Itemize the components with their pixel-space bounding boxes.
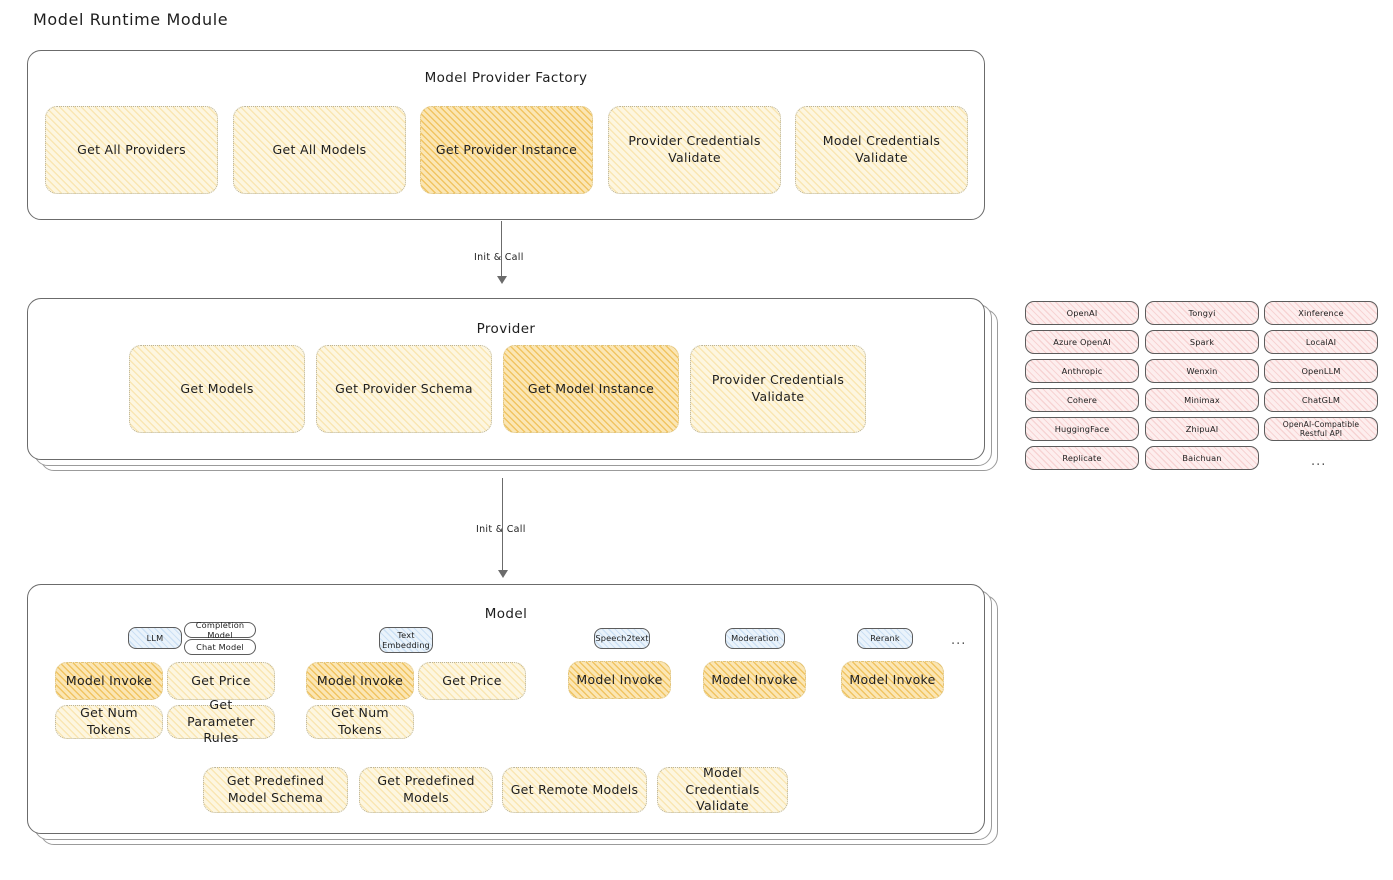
model-provider-factory-title: Model Provider Factory <box>424 70 588 86</box>
provider-pill-openai-compatible-restful-api[interactable]: OpenAI-Compatible Restful API <box>1264 417 1378 441</box>
model-type-badge-chat-model[interactable]: Chat Model <box>184 639 256 655</box>
model-common-box-get-predefined-model-schema[interactable]: Get Predefined Model Schema <box>203 767 348 813</box>
provider-pill-azure-openai[interactable]: Azure OpenAI <box>1025 330 1139 354</box>
provider-pill-openai[interactable]: OpenAI <box>1025 301 1139 325</box>
model-common-box-get-predefined-models[interactable]: Get Predefined Models <box>359 767 493 813</box>
model-common-box-get-remote-models[interactable]: Get Remote Models <box>502 767 647 813</box>
model-llm-box-get-parameter-rules[interactable]: Get Parameter Rules <box>167 697 275 745</box>
arrow-provider-to-model-head <box>497 570 508 578</box>
factory-box-provider-credentials-validate[interactable]: Provider Credentials Validate <box>608 106 781 194</box>
provider-box-get-models[interactable]: Get Models <box>129 345 305 433</box>
provider-pill-anthropic[interactable]: Anthropic <box>1025 359 1139 383</box>
model-llm-box-get-num-tokens[interactable]: Get Num Tokens <box>55 705 163 739</box>
model-embedding-box-model-invoke[interactable]: Model Invoke <box>306 662 414 700</box>
arrow-factory-to-provider-label: Init & Call <box>470 251 528 264</box>
arrow-provider-to-model-label: Init & Call <box>472 523 530 536</box>
model-embedding-box-get-price[interactable]: Get Price <box>418 662 526 700</box>
provider-pill-minimax[interactable]: Minimax <box>1145 388 1259 412</box>
provider-title: Provider <box>476 321 536 337</box>
model-llm-box-model-invoke[interactable]: Model Invoke <box>55 662 163 700</box>
model-title: Model <box>484 606 528 622</box>
page-title: Model Runtime Module <box>33 10 229 29</box>
factory-box-model-credentials-validate[interactable]: Model Credentials Validate <box>795 106 968 194</box>
model-type-badge-text-embedding[interactable]: Text Embedding <box>379 627 433 653</box>
model-type-badge-rerank[interactable]: Rerank <box>857 628 913 649</box>
provider-box-get-model-instance[interactable]: Get Model Instance <box>503 345 679 433</box>
model-type-more-ellipsis: ... <box>951 633 967 648</box>
provider-box-provider-credentials-validate[interactable]: Provider Credentials Validate <box>690 345 866 433</box>
model-rerank-box-model-invoke[interactable]: Model Invoke <box>841 661 944 699</box>
model-type-badge-speech2text[interactable]: Speech2text <box>594 628 650 649</box>
provider-pill-baichuan[interactable]: Baichuan <box>1145 446 1259 470</box>
model-speech2text-box-model-invoke[interactable]: Model Invoke <box>568 661 671 699</box>
provider-pill-spark[interactable]: Spark <box>1145 330 1259 354</box>
arrow-factory-to-provider-head <box>496 276 507 284</box>
provider-pill-localai[interactable]: LocalAI <box>1264 330 1378 354</box>
provider-pill-xinference[interactable]: Xinference <box>1264 301 1378 325</box>
model-common-box-model-credentials-validate[interactable]: Model Credentials Validate <box>657 765 788 813</box>
model-type-badge-completion-model[interactable]: Completion Model <box>184 620 256 640</box>
model-type-badge-moderation[interactable]: Moderation <box>725 628 785 649</box>
provider-pill-openllm[interactable]: OpenLLM <box>1264 359 1378 383</box>
model-moderation-box-model-invoke[interactable]: Model Invoke <box>703 661 806 699</box>
provider-pill-replicate[interactable]: Replicate <box>1025 446 1139 470</box>
factory-box-get-all-providers[interactable]: Get All Providers <box>45 106 218 194</box>
provider-pill-huggingface[interactable]: HuggingFace <box>1025 417 1139 441</box>
arrow-provider-to-model-line <box>502 478 504 576</box>
model-type-badge-llm[interactable]: LLM <box>128 627 182 649</box>
factory-box-get-provider-instance[interactable]: Get Provider Instance <box>420 106 593 194</box>
provider-pill-tongyi[interactable]: Tongyi <box>1145 301 1259 325</box>
provider-list-more-ellipsis: ... <box>1311 454 1327 469</box>
provider-pill-chatglm[interactable]: ChatGLM <box>1264 388 1378 412</box>
provider-pill-cohere[interactable]: Cohere <box>1025 388 1139 412</box>
model-embedding-box-get-num-tokens[interactable]: Get Num Tokens <box>306 705 414 739</box>
provider-pill-wenxin[interactable]: Wenxin <box>1145 359 1259 383</box>
model-llm-box-get-price[interactable]: Get Price <box>167 662 275 700</box>
arrow-factory-to-provider-line <box>501 221 503 281</box>
factory-box-get-all-models[interactable]: Get All Models <box>233 106 406 194</box>
provider-pill-zhipuai[interactable]: ZhipuAI <box>1145 417 1259 441</box>
provider-box-get-provider-schema[interactable]: Get Provider Schema <box>316 345 492 433</box>
